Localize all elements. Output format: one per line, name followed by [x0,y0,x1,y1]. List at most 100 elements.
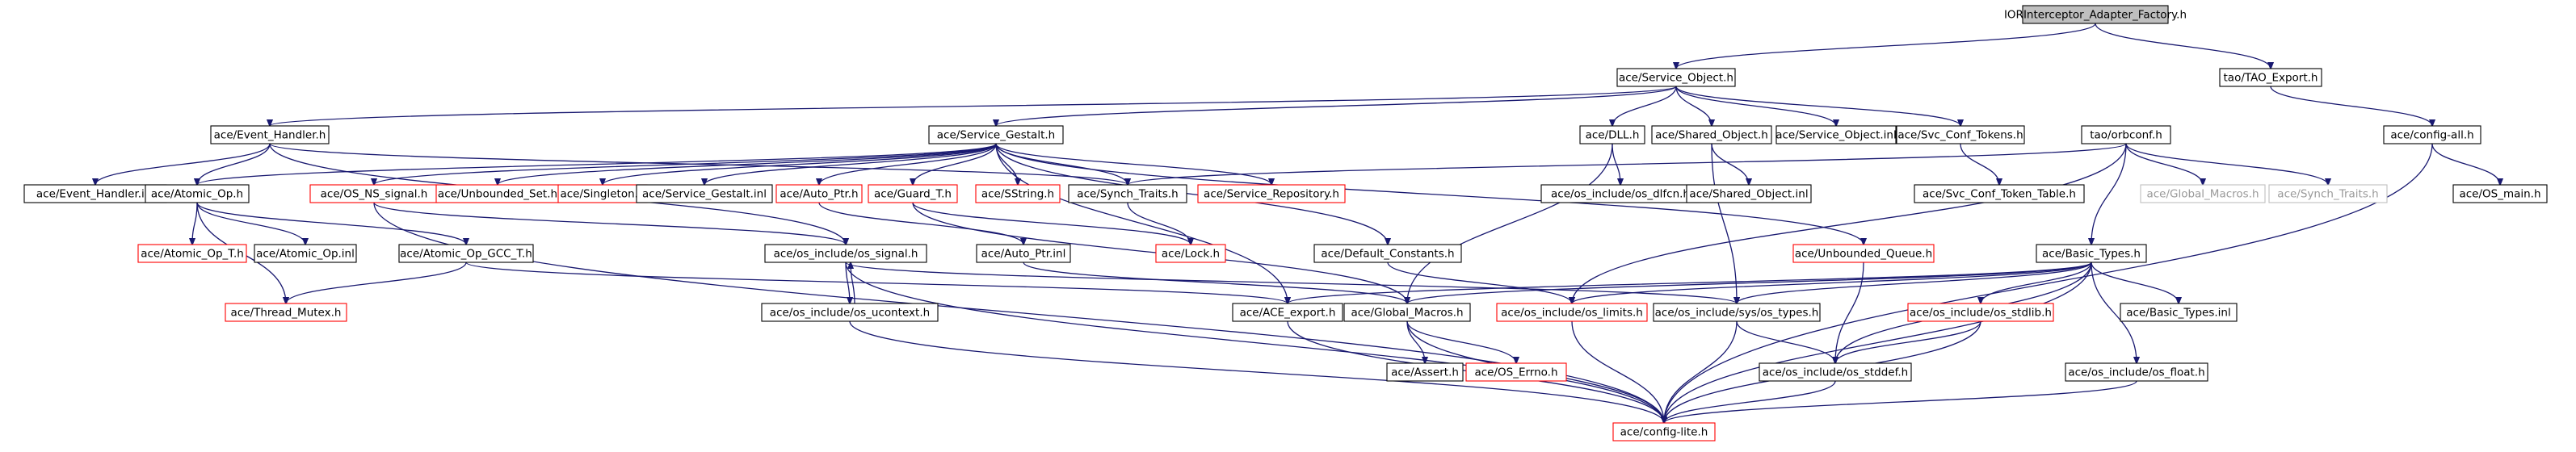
edge-orbconf-to-basictypes [2091,143,2127,245]
node-label-osucontext: ace/os_include/os_ucontext.h [770,307,930,320]
node-lock[interactable]: ace/Lock.h [1155,244,1226,263]
node-assert[interactable]: ace/Assert.h [1386,362,1464,382]
node-label-autoptr: ace/Auto_Ptr.h [780,188,858,201]
node-label-synchtraits: ace/Synch_Traits.h [1077,188,1178,201]
node-configlite[interactable]: ace/config-lite.h [1612,422,1716,442]
edge-svcgest-to-guardt [913,143,997,185]
node-oserrno[interactable]: ace/OS_Errno.h [1465,362,1567,382]
node-aceexport[interactable]: ace/ACE_export.h [1232,303,1343,322]
edge-svcgest-to-autoptr [819,143,997,185]
node-singleton[interactable]: ace/Singleton.h [557,184,648,203]
node-svcconftable[interactable]: ace/Svc_Conf_Token_Table.h [1914,184,2085,203]
edge-basictypes-to-globalmacros [1407,262,2092,303]
node-synchtraits[interactable]: ace/Synch_Traits.h [1068,184,1187,203]
node-globalmacros_ext[interactable]: ace/Global_Macros.h [2140,184,2266,203]
node-label-guardt: ace/Guard_T.h [874,188,952,201]
node-atomicop[interactable]: ace/Atomic_Op.h [145,184,250,203]
node-root[interactable]: IORInterceptor_Adapter_Factory.h [2004,5,2187,24]
edge-atomicop-to-atomicopgcc [196,202,466,245]
edge-ostypes-to-osstddef [1736,320,1835,363]
node-unbset[interactable]: ace/Unbounded_Set.h [435,184,560,203]
node-label-osnssig: ace/OS_NS_signal.h [321,188,428,201]
node-label-autoptrinl: ace/Auto_Ptr.inl [981,248,1066,261]
node-box-osmain [2452,184,2548,203]
node-autoptr[interactable]: ace/Auto_Ptr.h [775,184,863,203]
node-svcrepo[interactable]: ace/Service_Repository.h [1197,184,1346,203]
node-atomicopinl[interactable]: ace/Atomic_Op.inl [254,244,357,263]
edge-atomicop-to-atomicopinl [196,202,305,245]
node-guardt[interactable]: ace/Guard_T.h [868,184,958,203]
node-svcobj[interactable]: ace/Service_Object.h [1616,68,1736,87]
node-box-sharedobj [1651,125,1772,144]
node-svcconf[interactable]: ace/Svc_Conf_Tokens.h [1896,125,2025,144]
node-label-svcrepo: ace/Service_Repository.h [1204,188,1339,201]
node-box-synchtraits_ext [2268,184,2388,203]
node-box-unbqueue [1792,244,1935,263]
node-box-svcrepo [1197,184,1346,203]
node-label-sstring: ace/SString.h [981,188,1054,201]
edge-svcgest-to-defconst [995,143,1388,245]
edge-svcconf-to-svcconftable [1960,143,1999,185]
edge-basictypes-to-aceexport [1288,262,2092,303]
node-atomicopgcc[interactable]: ace/Atomic_Op_GCC_T.h [398,244,534,263]
edge-svcobj-to-evh [270,86,1677,126]
node-atomicopt[interactable]: ace/Atomic_Op_T.h [137,244,247,263]
node-label-sharedobjinl: ace/Shared_Object.inl [1689,188,1808,201]
node-basictypesinl[interactable]: ace/Basic_Types.inl [2120,303,2238,322]
node-sharedobj[interactable]: ace/Shared_Object.h [1651,125,1772,144]
node-osmain[interactable]: ace/OS_main.h [2452,184,2548,203]
node-taoexp[interactable]: tao/TAO_Export.h [2219,68,2322,87]
node-ossignal[interactable]: ace/os_include/os_signal.h [764,244,927,263]
node-box-osucontext [761,303,939,322]
edge-svcgest-to-synchtraits [995,143,1128,185]
node-box-threadmutex [225,303,347,322]
node-oslimits[interactable]: ace/os_include/os_limits.h [1496,303,1648,322]
node-label-unbqueue: ace/Unbounded_Queue.h [1795,248,1932,261]
edge-atomicopgcc-to-threadmutex [286,262,467,303]
node-label-assert: ace/Assert.h [1391,366,1459,379]
node-box-evh [210,125,330,144]
node-osucontext[interactable]: ace/os_include/os_ucontext.h [761,303,939,322]
node-svcobjinl[interactable]: ace/Service_Object.inl [1775,125,1897,144]
node-dll[interactable]: ace/DLL.h [1579,125,1645,144]
node-label-synchtraits_ext: ace/Synch_Traits.h [2277,188,2378,201]
node-evh[interactable]: ace/Event_Handler.h [210,125,330,144]
edge-svcgest-to-unbset [498,143,997,185]
node-osdlfcn[interactable]: ace/os_include/os_dlfcn.h [1540,184,1700,203]
node-configall[interactable]: ace/config-all.h [2383,125,2481,144]
node-basictypes[interactable]: ace/Basic_Types.h [2036,244,2147,263]
node-sstring[interactable]: ace/SString.h [975,184,1061,203]
node-label-dll: ace/DLL.h [1586,129,1640,142]
node-svcgest[interactable]: ace/Service_Gestalt.h [928,125,1064,144]
node-osstdlib[interactable]: ace/os_include/os_stdlib.h [1907,303,2054,322]
node-label-osdlfcn: ace/os_include/os_dlfcn.h [1551,188,1690,201]
node-label-oslimits: ace/os_include/os_limits.h [1501,307,1643,320]
node-evhinl[interactable]: ace/Event_Handler.inl [23,184,167,203]
node-svcgestinl[interactable]: ace/Service_Gestalt.inl [636,184,773,203]
node-osstddef[interactable]: ace/os_include/os_stddef.h [1759,362,1912,382]
node-label-svcconf: ace/Svc_Conf_Tokens.h [1897,129,2023,142]
node-label-evhinl: ace/Event_Handler.inl [36,188,154,201]
node-autoptrinl[interactable]: ace/Auto_Ptr.inl [976,244,1071,263]
node-threadmutex[interactable]: ace/Thread_Mutex.h [225,303,347,322]
node-osnssig[interactable]: ace/OS_NS_signal.h [309,184,439,203]
node-globalmacros[interactable]: ace/Global_Macros.h [1343,303,1471,322]
node-unbqueue[interactable]: ace/Unbounded_Queue.h [1792,244,1935,263]
node-label-threadmutex: ace/Thread_Mutex.h [231,307,342,320]
edge-svcobj-to-sharedobj [1675,86,1712,126]
node-defconst[interactable]: ace/Default_Constants.h [1313,244,1462,263]
node-box-oserrno [1465,362,1567,382]
node-osfloat[interactable]: ace/os_include/os_float.h [2065,362,2208,382]
node-box-aceexport [1232,303,1343,322]
node-orbconf[interactable]: tao/orbconf.h [2081,125,2171,144]
node-box-root [2022,5,2169,24]
node-ostypes[interactable]: ace/os_include/sys/os_types.h [1653,303,1821,322]
edge-autoptr-to-autoptrinl [818,202,1023,245]
node-synchtraits_ext[interactable]: ace/Synch_Traits.h [2268,184,2388,203]
node-label-atomicop: ace/Atomic_Op.h [151,188,243,201]
node-box-osstddef [1759,362,1912,382]
edge-sharedobj-to-ostypes [1711,143,1737,303]
edge-globalmacros-to-assert [1406,320,1425,363]
node-sharedobjinl[interactable]: ace/Shared_Object.inl [1686,184,1812,203]
